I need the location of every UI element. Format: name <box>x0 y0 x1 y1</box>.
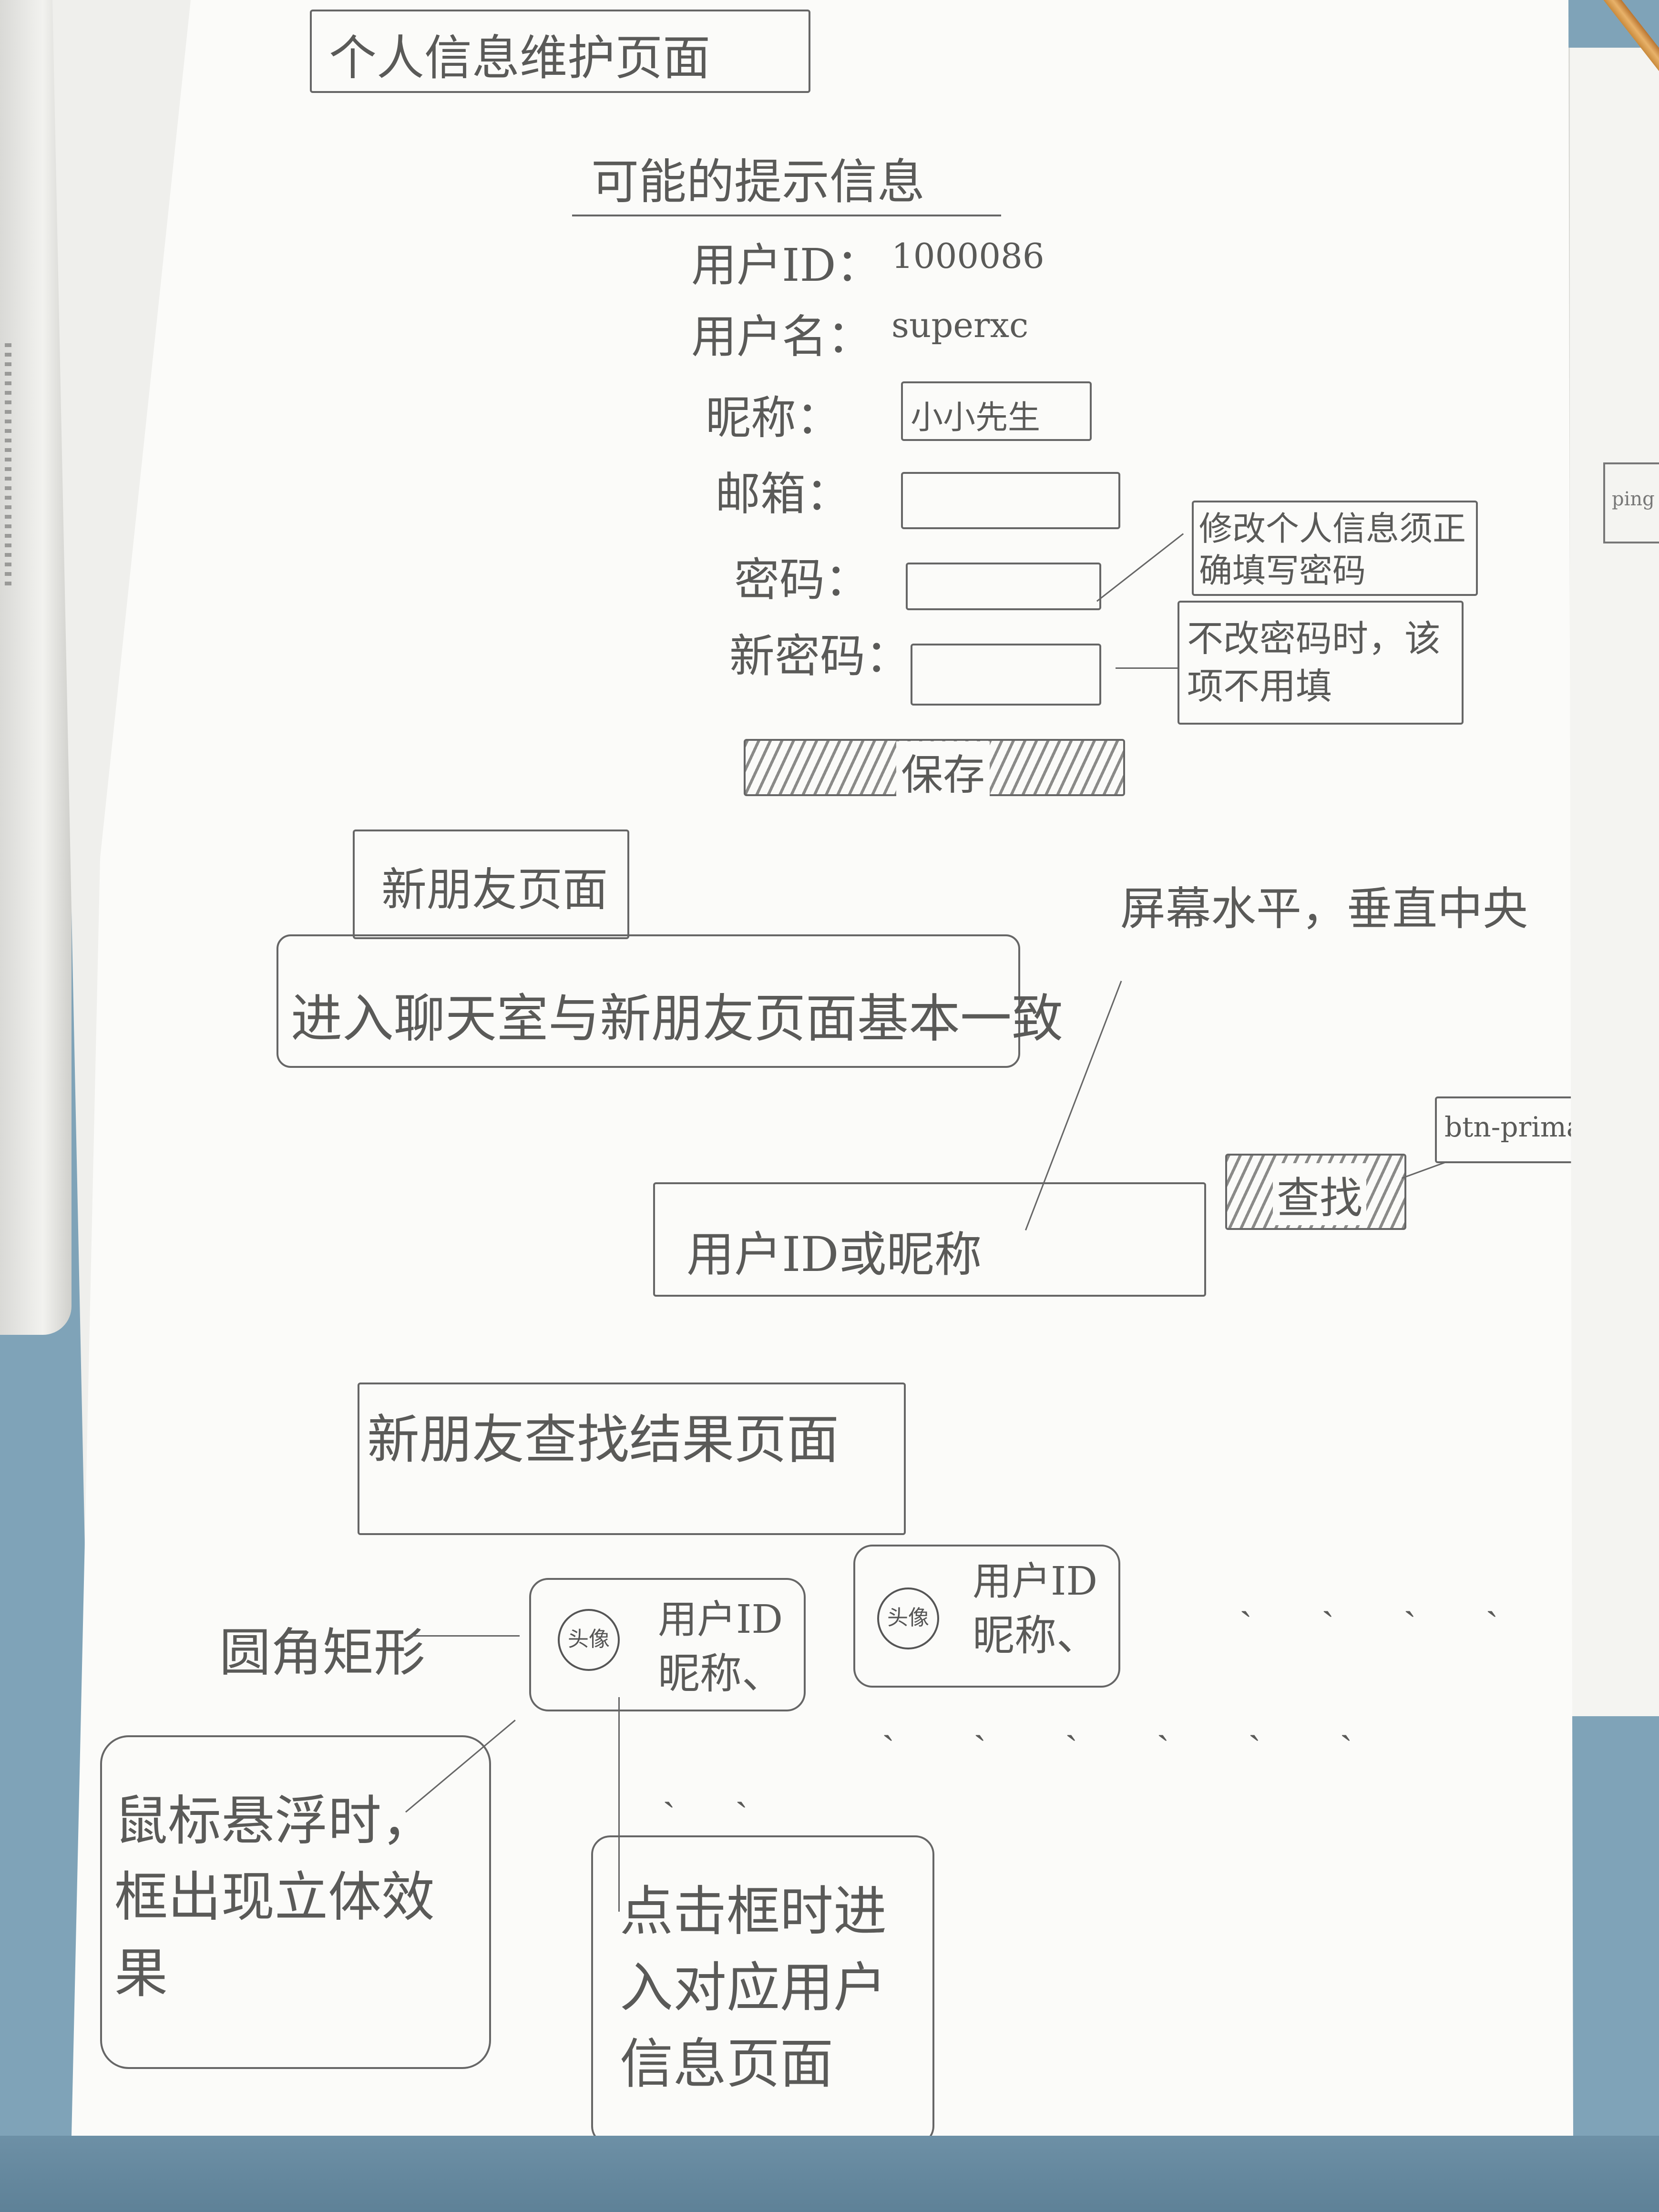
password-note-box <box>1192 501 1478 596</box>
result-page-title: 新朋友查找结果页面 <box>367 1409 839 1470</box>
password-note-connector <box>1096 533 1184 602</box>
user-card[interactable] <box>529 1578 806 1711</box>
center-note: 屏幕水平，垂直中央 <box>1120 883 1528 935</box>
new-password-note-connector <box>1116 667 1178 669</box>
new-password-input[interactable] <box>911 644 1101 706</box>
new-friend-title-box <box>353 830 629 939</box>
field-label-password: 密码： <box>734 554 870 606</box>
hover-note-box <box>100 1735 491 2069</box>
field-label-userid: 用户ID： <box>691 239 881 292</box>
field-label-nickname: 昵称： <box>706 392 842 444</box>
right-sheet: ping <box>1568 48 1659 1716</box>
rounded-rect-connector <box>410 1635 520 1637</box>
new-password-note-line: 不改密码时，该项不用填 <box>1187 617 1441 707</box>
field-label-email: 邮箱： <box>715 468 851 521</box>
hover-note-text: 鼠标悬浮时，框出现立体效果 <box>114 1783 477 2012</box>
user-card-nickname: 昵称、 <box>658 1649 784 1698</box>
laptop-keys <box>5 343 11 591</box>
user-card-id: 用户ID <box>973 1559 1098 1604</box>
user-card-avatar: 头像 <box>877 1587 939 1649</box>
btn-class-note-box <box>1435 1096 1573 1163</box>
click-note-connector <box>618 1697 620 1912</box>
new-password-note-text: 不改密码时，该项不用填 <box>1187 615 1454 710</box>
rounded-rect-note: 圆角矩形 <box>219 1623 426 1683</box>
btn-class-note: btn-primary <box>1444 1111 1612 1143</box>
email-input[interactable] <box>901 472 1120 529</box>
chatroom-note-box <box>276 934 1020 1068</box>
btn-class-connector <box>1402 1161 1447 1179</box>
click-note-box <box>591 1835 934 2136</box>
user-card[interactable] <box>853 1545 1120 1688</box>
field-label-new-password: 新密码： <box>729 630 911 683</box>
nickname-input-value: 小小先生 <box>911 399 1041 437</box>
search-input-placeholder: 用户ID或昵称 <box>686 1227 982 1282</box>
password-note-line: 修改个人信息须正确填写密码 <box>1199 509 1466 590</box>
chatroom-note: 进入聊天室与新朋友页面基本一致 <box>291 989 1064 1049</box>
hover-note-line: 鼠标悬浮时，框出现立体效果 <box>114 1790 435 2005</box>
click-note-text: 点击框时进入对应用户信息页面 <box>620 1874 925 2102</box>
nickname-input[interactable] <box>901 381 1092 441</box>
click-note-line: 点击框时进入对应用户信息页面 <box>620 1881 887 2095</box>
more-results-marks: ˎ ˎ <box>663 1764 772 1808</box>
user-card-nickname: 昵称、 <box>973 1611 1099 1660</box>
result-title-box <box>358 1382 906 1535</box>
hint-underline <box>572 215 1001 216</box>
field-value-username: superxc <box>891 305 1029 345</box>
new-password-note-box <box>1178 601 1464 725</box>
field-value-userid: 1000086 <box>891 236 1045 276</box>
profile-title-box <box>310 10 810 93</box>
user-card-id: 用户ID <box>658 1597 783 1642</box>
new-friend-page-title: 新朋友页面 <box>381 864 608 916</box>
save-button-label: 保存 <box>896 741 990 802</box>
profile-page-title: 个人信息维护页面 <box>329 30 710 86</box>
more-results-marks: ˎ ˎ ˎ ˎ <box>1239 1573 1527 1618</box>
field-label-username: 用户名： <box>691 311 873 363</box>
search-button-label: 查找 <box>1273 1163 1366 1225</box>
user-card-avatar: 头像 <box>558 1609 620 1671</box>
profile-hint-text: 可能的提示信息 <box>591 154 925 210</box>
sketch-paper: 个人信息维护页面 可能的提示信息 用户ID： 1000086 用户名： supe… <box>72 0 1573 2136</box>
more-results-marks: ˎ ˎ ˎ ˎ ˎ ˎ <box>882 1697 1386 1741</box>
right-sheet-fragment: ping <box>1603 462 1659 543</box>
password-note-text: 修改个人信息须正确填写密码 <box>1199 508 1471 592</box>
table-surface <box>0 2136 1659 2212</box>
password-input[interactable] <box>906 563 1101 610</box>
search-input[interactable] <box>653 1182 1206 1297</box>
